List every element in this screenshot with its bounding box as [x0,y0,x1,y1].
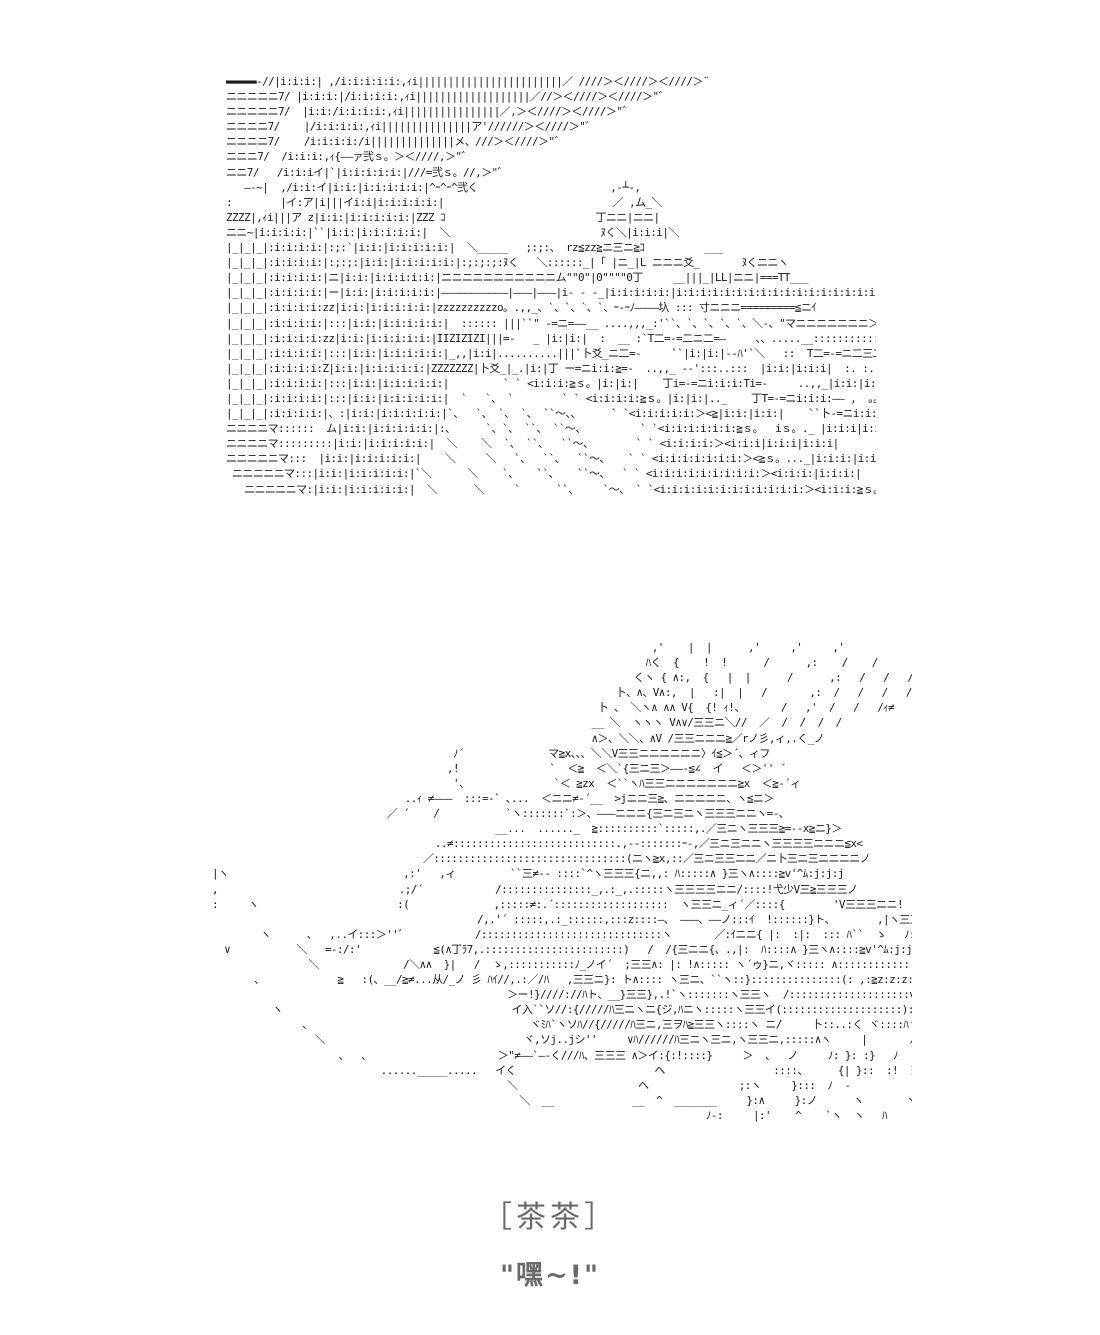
horse-rider-ascii-art: ,' | | ,' ,' ,' ﾊく { ! ! / ,: / / [212,641,912,1122]
speaker-name: ［茶茶］ [482,1200,618,1235]
speech-text: "嘿~!" [499,1260,601,1291]
castle-town-ascii-art: ▬▬▬▬▬-//|i:i:i:| ,/i:i:i:i:i:,ｨi||||||||… [226,75,876,496]
